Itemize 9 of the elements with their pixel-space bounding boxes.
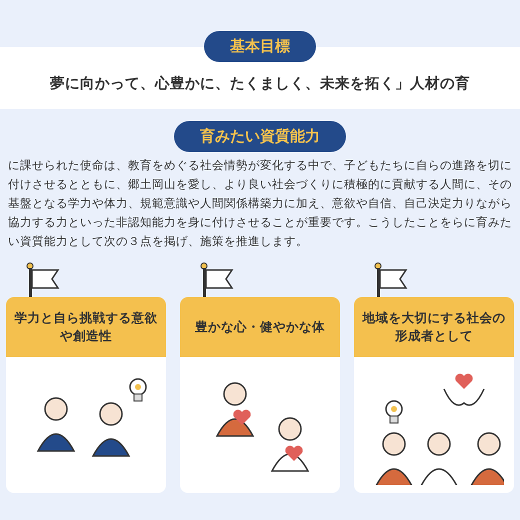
- card: [6, 297, 166, 493]
- paragraph: に課せられた使命は、教育をめぐる社会情勢が変化する中で、子どもたちに自らの進路を切に付けさせるとともに、郷土岡山を愛し、より良い社会づくりに積極的に貢献する人間に、その基盤となる学力や体力、規範意識や人間関係構築力に加え、意欲や自信、自己決定力りながら協力する力といった非認知能力を身に付けさせることが重要です。こうしたことをらに育みたい資質能力として次の３点を掲げ、施策を推進します。: [8, 157, 512, 250]
- card-title: 学力と自ら挑戦する意欲や創造性: [6, 297, 166, 357]
- card-title: 豊かな心・健やかな体: [180, 297, 340, 357]
- card: [180, 297, 340, 493]
- card-title: 地域を大切にする社会の形成者として: [354, 297, 514, 357]
- heading-pill: 基本目標: [204, 31, 316, 62]
- heading-pill: 育みたい資質能力: [174, 121, 346, 152]
- card: [354, 297, 514, 493]
